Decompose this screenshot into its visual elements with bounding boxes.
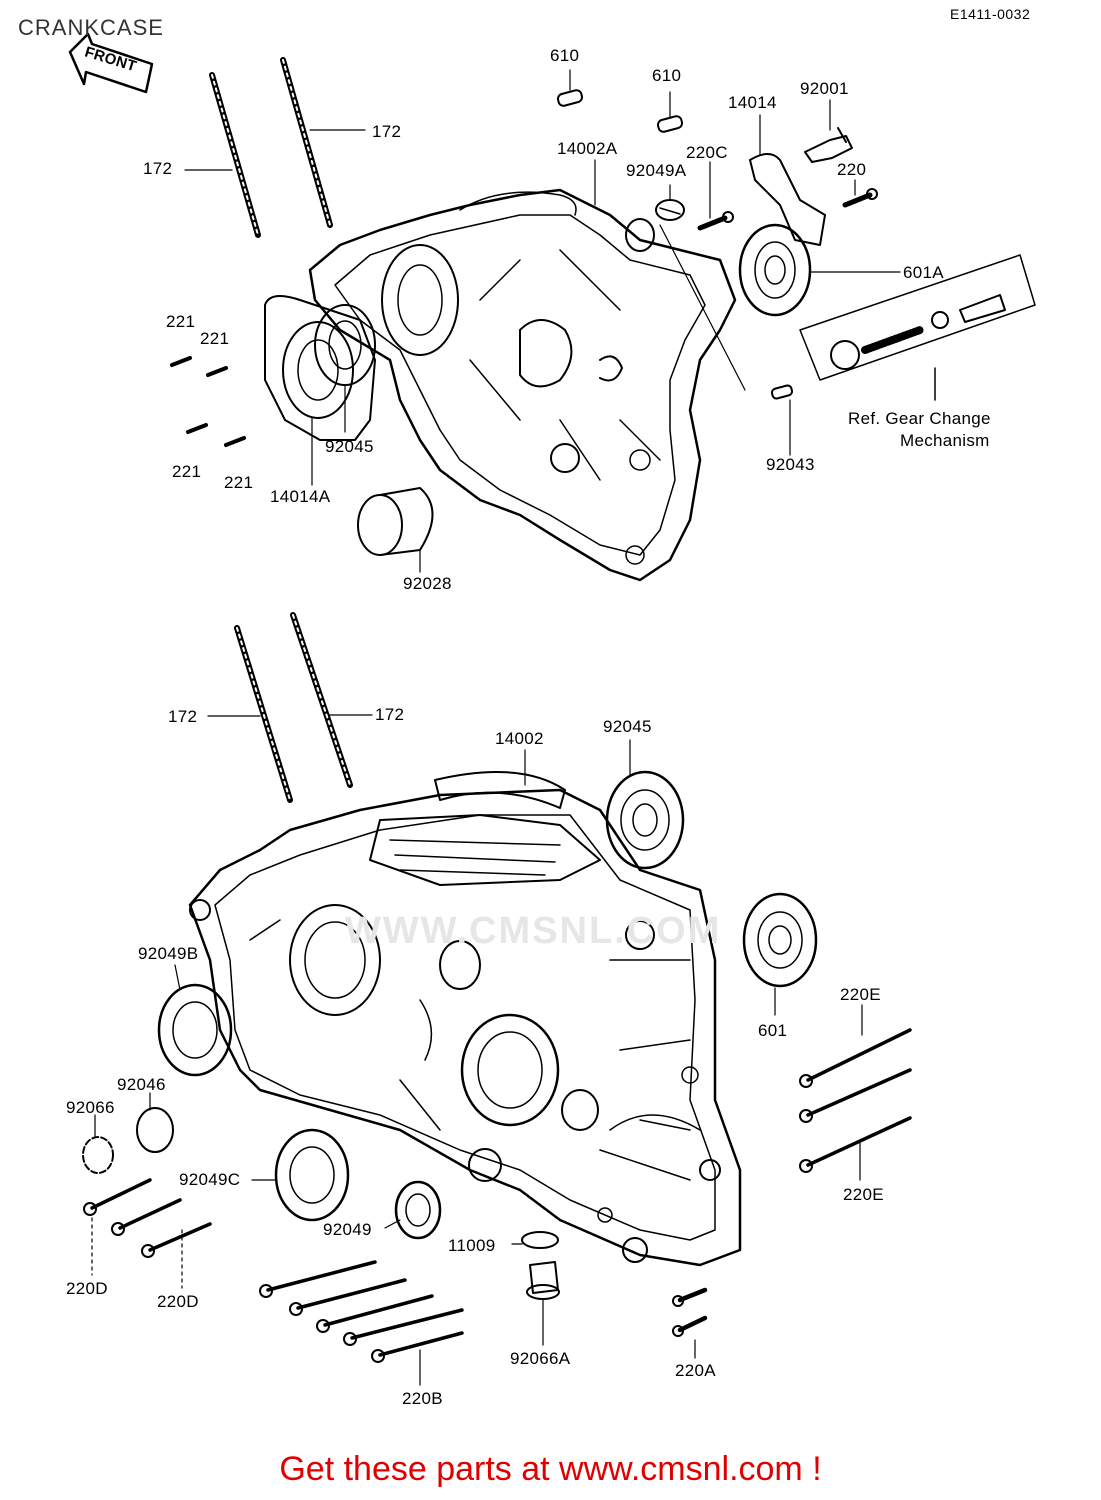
callout-92045-upper: 92045 xyxy=(325,437,374,456)
watermark: WWW.CMSNL.COM xyxy=(345,910,722,952)
callout-14014A: 14014A xyxy=(270,487,331,506)
callout-172-lower-left: 172 xyxy=(168,707,198,726)
callout-92066A: 92066A xyxy=(510,1349,571,1368)
callout-220E-top: 220E xyxy=(840,985,881,1004)
leader-lines-upper xyxy=(184,69,901,573)
callout-221-c: 221 xyxy=(172,462,202,481)
get-parts-link[interactable]: Get these parts at www.cmsnl.com ! xyxy=(279,1450,822,1488)
gear-change-reference-note: Ref. Gear Change Mechanism xyxy=(848,408,991,452)
drawing-code: E1411-0032 xyxy=(950,6,1031,22)
collar-92046 xyxy=(136,1107,174,1153)
front-arrow-icon xyxy=(68,32,154,94)
gasket-plate-14014A xyxy=(264,295,376,441)
callout-601A: 601A xyxy=(903,263,944,282)
crankcase-exploded-diagram xyxy=(68,32,1036,1386)
screws-220A xyxy=(672,1287,708,1337)
callout-220C: 220C xyxy=(686,143,728,162)
callout-92043: 92043 xyxy=(766,455,815,474)
bolts-220B xyxy=(259,1260,464,1363)
cap-92049A xyxy=(655,199,685,221)
reference-note-line2: Mechanism xyxy=(900,431,990,450)
screws-221 xyxy=(170,356,246,447)
callout-220A: 220A xyxy=(675,1361,716,1380)
bolt-92001 xyxy=(804,127,853,163)
bearing-601 xyxy=(742,892,818,988)
seal-92049B xyxy=(157,983,233,1077)
screw-220C xyxy=(697,211,734,231)
callout-172-lower-right: 172 xyxy=(375,705,405,724)
stud-172-upper-left xyxy=(209,72,261,238)
callout-92049A: 92049A xyxy=(626,161,687,180)
callout-92066: 92066 xyxy=(66,1098,115,1117)
bolts-220E xyxy=(799,1028,912,1173)
callout-610-b: 610 xyxy=(652,66,682,85)
leader-lines-lower xyxy=(91,714,863,1386)
screw-220 xyxy=(842,188,878,208)
dowel-pin-610-a xyxy=(556,89,584,107)
callout-601: 601 xyxy=(758,1021,788,1040)
callout-220B: 220B xyxy=(402,1389,443,1408)
callout-220D-a: 220D xyxy=(66,1279,108,1298)
callout-14002: 14002 xyxy=(495,729,544,748)
callout-11009: 11009 xyxy=(448,1236,496,1255)
seal-92049 xyxy=(394,1180,442,1240)
callout-220D-b: 220D xyxy=(157,1292,199,1311)
plate-14014 xyxy=(749,153,826,246)
callout-221-b: 221 xyxy=(200,329,230,348)
dowel-pin-610-b xyxy=(656,115,684,133)
callout-92049B: 92049B xyxy=(138,944,199,963)
callout-172-upper-left: 172 xyxy=(143,159,173,178)
upper-crankcase-half xyxy=(308,188,737,582)
callout-14014: 14014 xyxy=(728,93,777,112)
callout-221-a: 221 xyxy=(166,312,196,331)
seal-92049C xyxy=(274,1128,350,1222)
callout-92049C: 92049C xyxy=(179,1170,241,1189)
plug-92066A xyxy=(526,1261,560,1300)
callout-92045-lower: 92045 xyxy=(603,717,652,736)
callout-220: 220 xyxy=(837,160,867,179)
callout-92001: 92001 xyxy=(800,79,849,98)
stud-172-lower-right xyxy=(290,612,353,788)
guide-14002 xyxy=(434,771,566,809)
collar-92028 xyxy=(357,487,434,556)
bearing-92045-lower xyxy=(605,770,685,870)
stud-172-upper-right xyxy=(280,57,333,228)
callout-220E-bottom: 220E xyxy=(843,1185,884,1204)
callout-610-a: 610 xyxy=(550,46,580,65)
lower-crankcase-half xyxy=(188,788,742,1267)
callout-221-d: 221 xyxy=(224,473,254,492)
page-title: CRANKCASE xyxy=(18,15,164,40)
reference-note-line1: Ref. Gear Change xyxy=(848,409,991,428)
stud-172-lower-left xyxy=(234,625,293,803)
gear-change-mechanism-group xyxy=(799,254,1036,401)
callout-92049: 92049 xyxy=(323,1220,372,1239)
bearing-601A xyxy=(738,223,812,317)
plug-92066 xyxy=(82,1136,114,1174)
callout-92028: 92028 xyxy=(403,574,452,593)
callout-92046: 92046 xyxy=(117,1075,166,1094)
callout-14002A: 14002A xyxy=(557,139,618,158)
washer-11009 xyxy=(521,1231,559,1249)
callout-172-upper-right: 172 xyxy=(372,122,402,141)
pin-92043 xyxy=(770,384,794,400)
bolts-220D xyxy=(83,1178,212,1258)
